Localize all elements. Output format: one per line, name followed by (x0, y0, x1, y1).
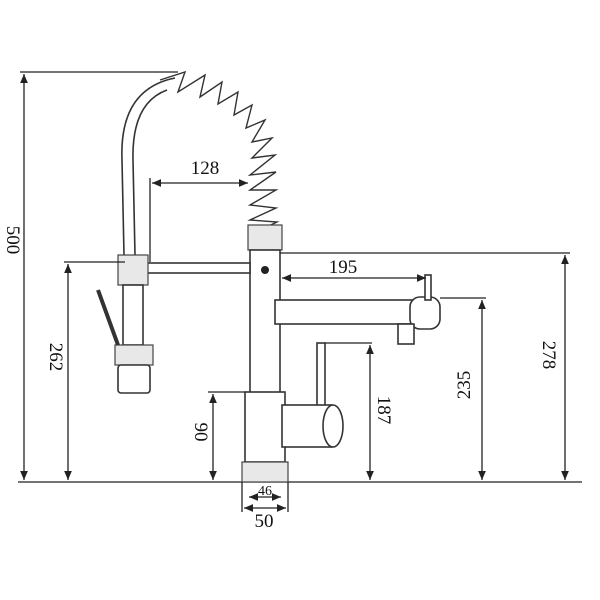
lower-body (244, 391, 286, 463)
spout-outlet (397, 323, 415, 345)
spout (274, 299, 416, 325)
dim-label-46: 46 (258, 484, 272, 499)
dim-label-262: 262 (45, 343, 66, 372)
hose-inner (132, 89, 168, 256)
pivot-screw (261, 266, 269, 274)
dim-label-50: 50 (255, 511, 274, 532)
handle-cap (322, 404, 344, 448)
spray-head-nozzle (117, 364, 151, 394)
base-ring (241, 461, 289, 483)
spray-holder-collar (117, 254, 149, 286)
spray-lever (96, 289, 120, 346)
spray-holder-arm (139, 262, 251, 274)
dim-label-195: 195 (329, 257, 358, 278)
dim-label-500: 500 (2, 226, 23, 255)
faucet-drawing (96, 70, 441, 483)
spray-head-ring (114, 344, 154, 366)
dim-label-128: 128 (191, 158, 220, 179)
dim-label-187: 187 (373, 396, 394, 425)
spring-collar (247, 224, 283, 251)
dim-label-90: 90 (190, 423, 211, 442)
spring-coil (159, 70, 280, 249)
dim-label-235: 235 (454, 371, 475, 400)
spout-switch (424, 274, 432, 301)
spray-head-body (122, 284, 144, 346)
dim-label-278: 278 (538, 341, 559, 370)
handle-lever (316, 342, 326, 414)
